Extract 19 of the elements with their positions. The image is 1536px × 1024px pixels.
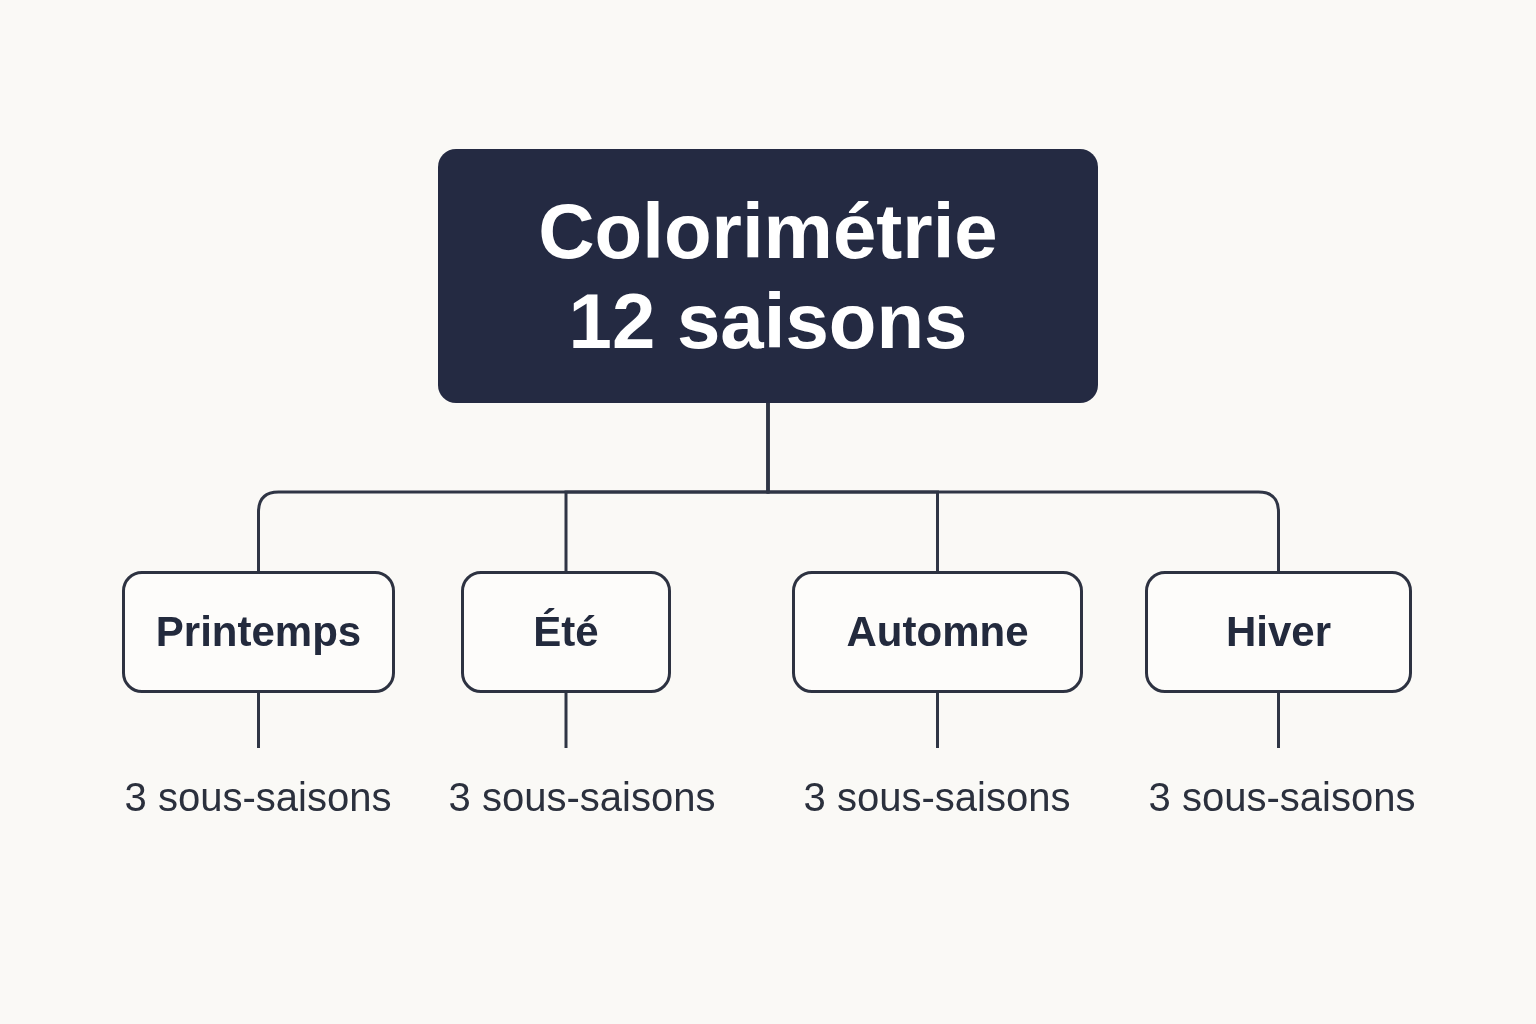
season-box bbox=[1145, 571, 1412, 693]
note-text: 3 sous-saisons bbox=[803, 774, 1071, 820]
season-box bbox=[792, 571, 1083, 693]
note-text: 3 sous-saisons bbox=[124, 774, 392, 820]
connector-line bbox=[936, 693, 939, 748]
box-label: Hiver bbox=[1225, 607, 1332, 657]
connector-line bbox=[1277, 693, 1280, 748]
season-box bbox=[122, 571, 395, 693]
connector-line bbox=[564, 693, 568, 748]
note-text: 3 sous-saisons bbox=[448, 774, 716, 820]
root-box bbox=[438, 149, 1098, 403]
note-text: 3 sous-saisons bbox=[1148, 774, 1416, 820]
box-label: Été bbox=[533, 607, 599, 657]
box-label: Automne bbox=[846, 607, 1029, 657]
connector-line bbox=[257, 693, 260, 748]
season-box bbox=[461, 571, 671, 693]
box-label: Colorimétrie 12 saisons bbox=[537, 186, 999, 366]
box-label: Printemps bbox=[155, 607, 362, 657]
connector-line bbox=[766, 403, 1280, 571]
